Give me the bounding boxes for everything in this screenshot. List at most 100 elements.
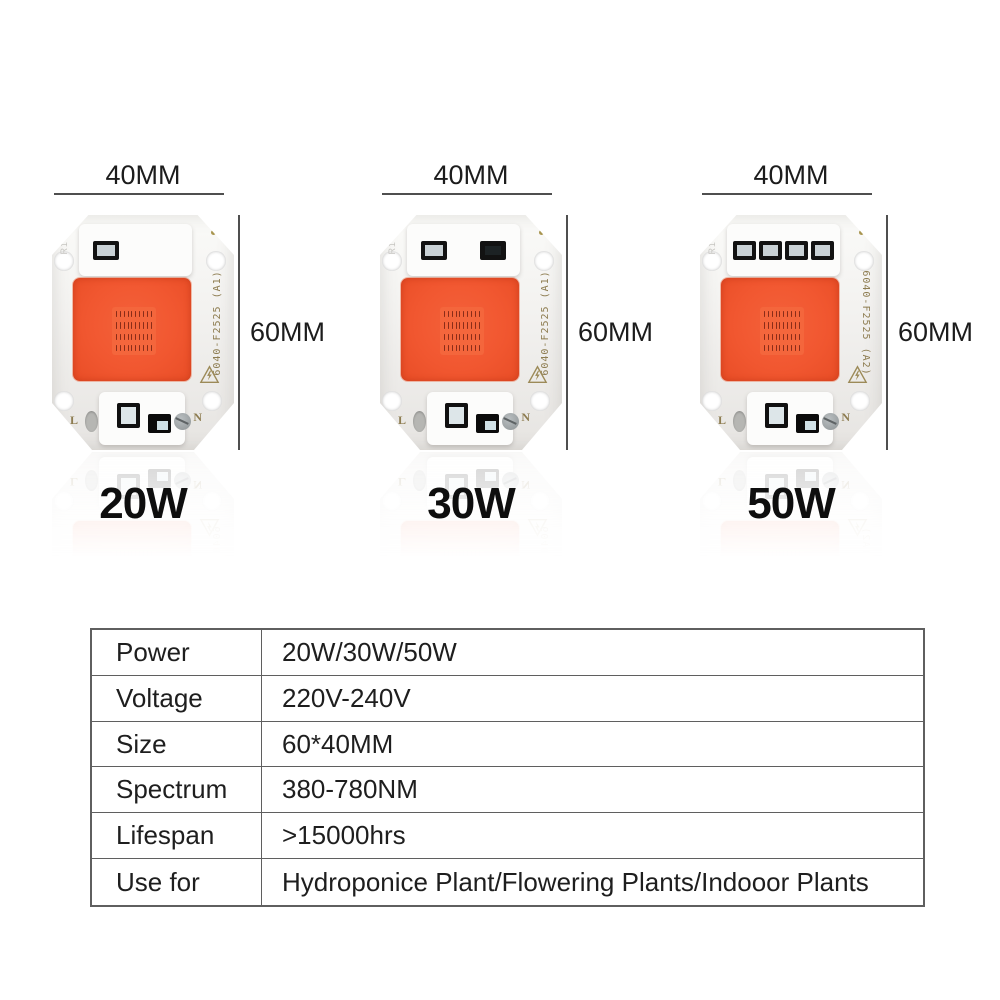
- led-dot: [146, 344, 148, 352]
- driver-components-top: [727, 224, 840, 276]
- spec-label: Spectrum: [92, 767, 262, 813]
- led-dot: [115, 333, 117, 340]
- dimension-width: 40MM: [700, 160, 882, 215]
- mounting-hole: [54, 391, 74, 411]
- pcb-corner-mark: R1: [387, 241, 397, 255]
- dimension-height: 60MM: [886, 215, 973, 450]
- chip-reflection: R1 6040-F2525 (A2): [700, 452, 882, 687]
- led-dot: [779, 551, 780, 557]
- mounting-hole: [530, 391, 550, 411]
- led-dot: [474, 310, 476, 318]
- led-dot: [123, 333, 125, 340]
- led-dot: [151, 562, 152, 568]
- mounting-hole: [382, 391, 402, 411]
- led-dot: [452, 585, 453, 591]
- chip-photo: R1 6040-F2525 (A1): [380, 215, 562, 450]
- rectifier-component: [445, 403, 468, 428]
- led-dot: [127, 322, 129, 329]
- dimension-width-line: [382, 193, 552, 195]
- led-dot: [771, 344, 773, 352]
- led-dot: [475, 585, 476, 591]
- led-dot: [444, 551, 445, 557]
- chip-reflection: R1 6040-F2525 (A1): [52, 452, 234, 687]
- led-dot: [124, 551, 125, 557]
- led-dot: [479, 573, 480, 579]
- led-emitting-area: [73, 278, 191, 381]
- led-dot: [131, 333, 133, 340]
- led-dot: [115, 322, 117, 329]
- led-dot: [459, 585, 460, 591]
- driver-components-top: [727, 626, 840, 678]
- rectifier-component: [765, 403, 788, 428]
- led-dot: [795, 585, 796, 591]
- led-dot: [150, 310, 152, 318]
- led-dot: [790, 344, 792, 352]
- led-dot: [459, 310, 461, 318]
- screw: [822, 413, 839, 430]
- led-dot: [456, 585, 457, 591]
- led-dot: [139, 322, 140, 329]
- chip-photo: R1 6040-F2525 (A1): [52, 215, 234, 450]
- led-dot: [787, 551, 788, 557]
- driver-components-bottom: [427, 392, 513, 445]
- led-dot: [447, 310, 449, 318]
- led-dot: [127, 344, 129, 352]
- capacitor-component: [785, 643, 808, 662]
- capacitor-component: [811, 643, 834, 662]
- led-dot: [443, 310, 445, 318]
- driver-components-top: [79, 626, 192, 678]
- spec-label: Voltage: [92, 675, 262, 721]
- led-dot: [459, 344, 461, 352]
- led-dot: [467, 310, 468, 318]
- model-code-vertical-text: 6040-F2525 (A1): [212, 270, 223, 376]
- spec-table: Power20W/30W/50WVoltage220V-240VSize60*4…: [90, 628, 925, 907]
- spec-value: 20W/30W/50W: [282, 636, 457, 667]
- led-dot: [139, 551, 140, 557]
- capacitor-component: [811, 240, 834, 260]
- screw: [174, 413, 191, 430]
- spec-label: Power: [92, 630, 262, 675]
- capacitor-row: [727, 626, 840, 678]
- led-dot: [767, 310, 769, 318]
- led-dot: [795, 551, 796, 557]
- led-dot: [467, 322, 468, 329]
- wattage-label: 30W: [427, 479, 515, 528]
- led-dot: [444, 562, 445, 568]
- gold-dot: [60, 418, 65, 423]
- led-dot: [794, 322, 796, 329]
- led-dot: [771, 322, 773, 329]
- led-dot: [116, 551, 117, 557]
- chip-body: R1 6040-F2525 (A1): [52, 215, 234, 450]
- dimension-width: 40MM: [380, 160, 562, 215]
- led-dot: [776, 562, 777, 568]
- led-dot: [123, 310, 125, 318]
- led-dot: [139, 585, 140, 591]
- led-dot: [135, 333, 137, 340]
- led-dot: [127, 333, 129, 340]
- led-dot: [478, 344, 480, 352]
- led-dot: [146, 310, 148, 318]
- led-dot: [471, 585, 472, 591]
- led-dot: [479, 551, 480, 557]
- led-dot: [139, 573, 140, 579]
- led-dot: [463, 573, 464, 579]
- led-dot: [787, 573, 788, 579]
- led-dot: [463, 333, 465, 340]
- mounting-hole: [382, 251, 402, 271]
- led-dot: [471, 573, 472, 579]
- pcb-corner-mark: R1: [59, 241, 69, 255]
- mounting-hole: [202, 391, 222, 411]
- led-emitting-area: [401, 278, 519, 381]
- led-dot: [467, 551, 468, 557]
- screw: [502, 413, 519, 430]
- led-dot: [795, 562, 796, 568]
- led-dot: [764, 573, 765, 579]
- led-dot: [451, 333, 453, 340]
- capacitor-row: [407, 626, 520, 678]
- led-dot: [467, 573, 468, 579]
- mounting-hole: [206, 631, 226, 651]
- table-row: Lifespan>15000hrs: [92, 813, 923, 860]
- model-code-vertical-text: 6040-F2525 (A1): [540, 526, 551, 632]
